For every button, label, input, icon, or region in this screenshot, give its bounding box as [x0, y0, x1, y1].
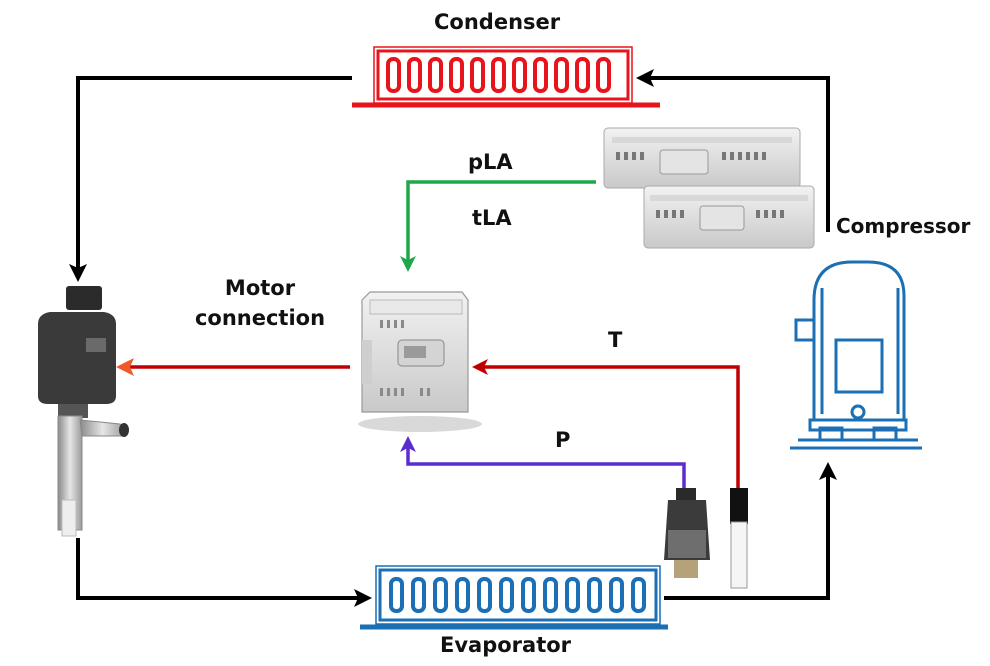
pressure-label: P [555, 428, 571, 452]
expansion-valve [38, 286, 129, 537]
supervisor-controllers [603, 127, 815, 249]
temperature-probe [730, 488, 748, 589]
compressor-icon [790, 260, 922, 450]
refrigerant-lines [69, 69, 837, 607]
motor-connection-label: Motor connection [190, 276, 330, 330]
motor-connection-line1: Motor [224, 276, 296, 300]
motor-connection-line2: connection [194, 306, 326, 330]
compressor-label: Compressor [836, 214, 971, 238]
pla-label: pLA [468, 150, 513, 174]
pressure-sensor [664, 488, 710, 578]
valve-driver [358, 291, 482, 432]
temperature-link-arrow [472, 359, 740, 488]
condenser-coil [352, 46, 660, 108]
tla-label: tLA [472, 206, 512, 230]
condenser-label: Condenser [434, 10, 561, 34]
temperature-label: T [608, 328, 623, 352]
pressure-link-arrow [400, 436, 686, 488]
evaporator-coil [360, 565, 668, 630]
controller-link-arrow [400, 180, 596, 272]
evaporator-label: Evaporator [440, 633, 572, 657]
